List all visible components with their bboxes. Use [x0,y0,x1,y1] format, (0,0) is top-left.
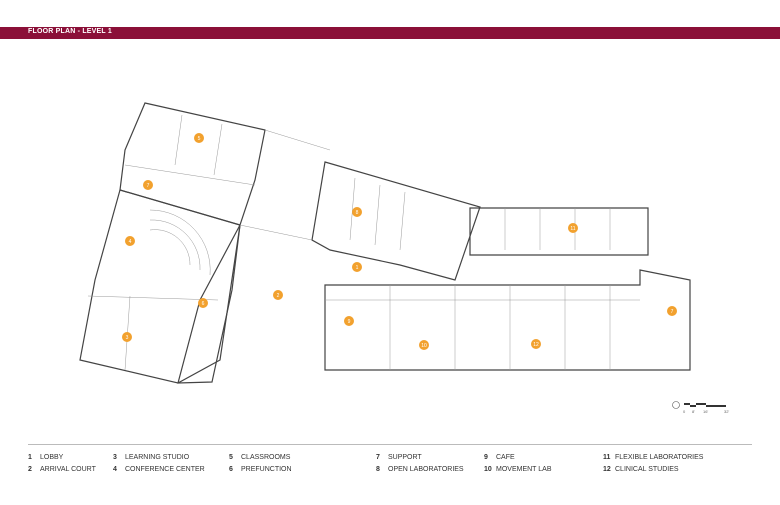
legend-item: 3 LEARNING STUDIO [113,454,189,461]
legend-label: FLEXIBLE LABORATORIES [615,454,704,461]
room-marker-number: 11 [570,226,575,232]
legend-label: OPEN LABORATORIES [388,466,464,473]
title-bar: FLOOR PLAN - LEVEL 1 [0,27,780,39]
room-marker-number: 3 [126,335,129,341]
legend-number: 8 [376,466,380,473]
room-marker: 7 [667,306,677,316]
room-marker-number: 8 [356,210,359,216]
room-marker-number: 1 [356,265,359,271]
flexible-lab-wing [469,207,649,256]
room-marker-number: 9 [348,319,351,325]
legend-item: 8 OPEN LABORATORIES [376,466,464,473]
room-marker-number: 6 [202,301,205,307]
scale-tick: 32' [724,409,730,414]
legend-item: 6 PREFUNCTION [229,466,292,473]
legend-label: LOBBY [40,454,64,461]
room-marker-number: 7 [671,309,674,315]
legend-item: 5 CLASSROOMS [229,454,290,461]
legend-label: ARRIVAL COURT [40,466,96,473]
legend-label: PREFUNCTION [241,466,292,473]
room-marker-number: 7 [147,183,150,189]
legend-item: 1 LOBBY [28,454,63,461]
conference-wing [79,189,241,384]
building-walls [79,102,691,384]
legend-item: 11 FLEXIBLE LABORATORIES [603,454,703,461]
legend-number: 12 [603,466,611,473]
room-marker-number: 2 [277,293,280,299]
legend-item: 10 MOVEMENT LAB [484,466,552,473]
interior-walls [87,114,640,371]
scale-tick: 8' [692,409,695,414]
scale-bar: 0 8' 16' 32' [672,401,742,415]
legend-divider [28,444,752,445]
page-title: FLOOR PLAN - LEVEL 1 [28,28,112,35]
room-marker: 4 [125,236,135,246]
legend-label: CLASSROOMS [241,454,291,461]
room-marker: 7 [143,180,153,190]
legend-label: CONFERENCE CENTER [125,466,205,473]
legend-label: SUPPORT [388,454,422,461]
room-marker: 9 [344,316,354,326]
open-lab-wing [311,161,481,281]
north-arrow-icon [672,401,680,409]
room-marker: 1 [352,262,362,272]
prefunction-wall [177,224,241,384]
scale-tick: 0 [683,409,686,414]
room-marker: 12 [531,339,541,349]
legend-label: CLINICAL STUDIES [615,466,679,473]
south-wing [324,269,691,371]
room-marker: 5 [194,133,204,143]
legend-number: 1 [28,454,32,461]
legend-number: 7 [376,454,380,461]
floor-plan: 5 7 4 3 6 2 8 1 9 10 12 11 7 [79,102,691,384]
room-marker: 8 [352,207,362,217]
legend-item: 4 CONFERENCE CENTER [113,466,205,473]
legend-number: 10 [484,466,492,473]
room-marker: 2 [273,290,283,300]
legend-number: 5 [229,454,233,461]
room-marker-number: 5 [198,136,201,142]
room-marker-number: 4 [129,239,132,245]
legend-item: 12 CLINICAL STUDIES [603,466,679,473]
room-marker-number: 12 [533,342,539,348]
legend-item: 9 CAFE [484,454,515,461]
legend-number: 9 [484,454,488,461]
legend: 1 LOBBY 2 ARRIVAL COURT 3 LEARNING STUDIO 4 CON… [0,454,780,484]
room-marker: 11 [568,223,578,233]
legend-item: 2 ARRIVAL COURT [28,466,96,473]
legend-number: 4 [113,466,117,473]
room-marker-number: 10 [421,343,427,349]
legend-number: 11 [603,454,611,461]
room-markers: 5 7 4 3 6 2 8 1 9 10 12 11 7 [122,133,677,350]
legend-label: MOVEMENT LAB [496,466,552,473]
legend-number: 2 [28,466,32,473]
room-marker: 3 [122,332,132,342]
classroom-wing [119,102,266,226]
room-marker: 6 [198,298,208,308]
legend-item: 7 SUPPORT [376,454,422,461]
room-marker: 10 [419,340,429,350]
scale-tick: 16' [703,409,709,414]
legend-number: 6 [229,466,233,473]
legend-label: LEARNING STUDIO [125,454,190,461]
legend-label: CAFE [496,454,515,461]
legend-number: 3 [113,454,117,461]
